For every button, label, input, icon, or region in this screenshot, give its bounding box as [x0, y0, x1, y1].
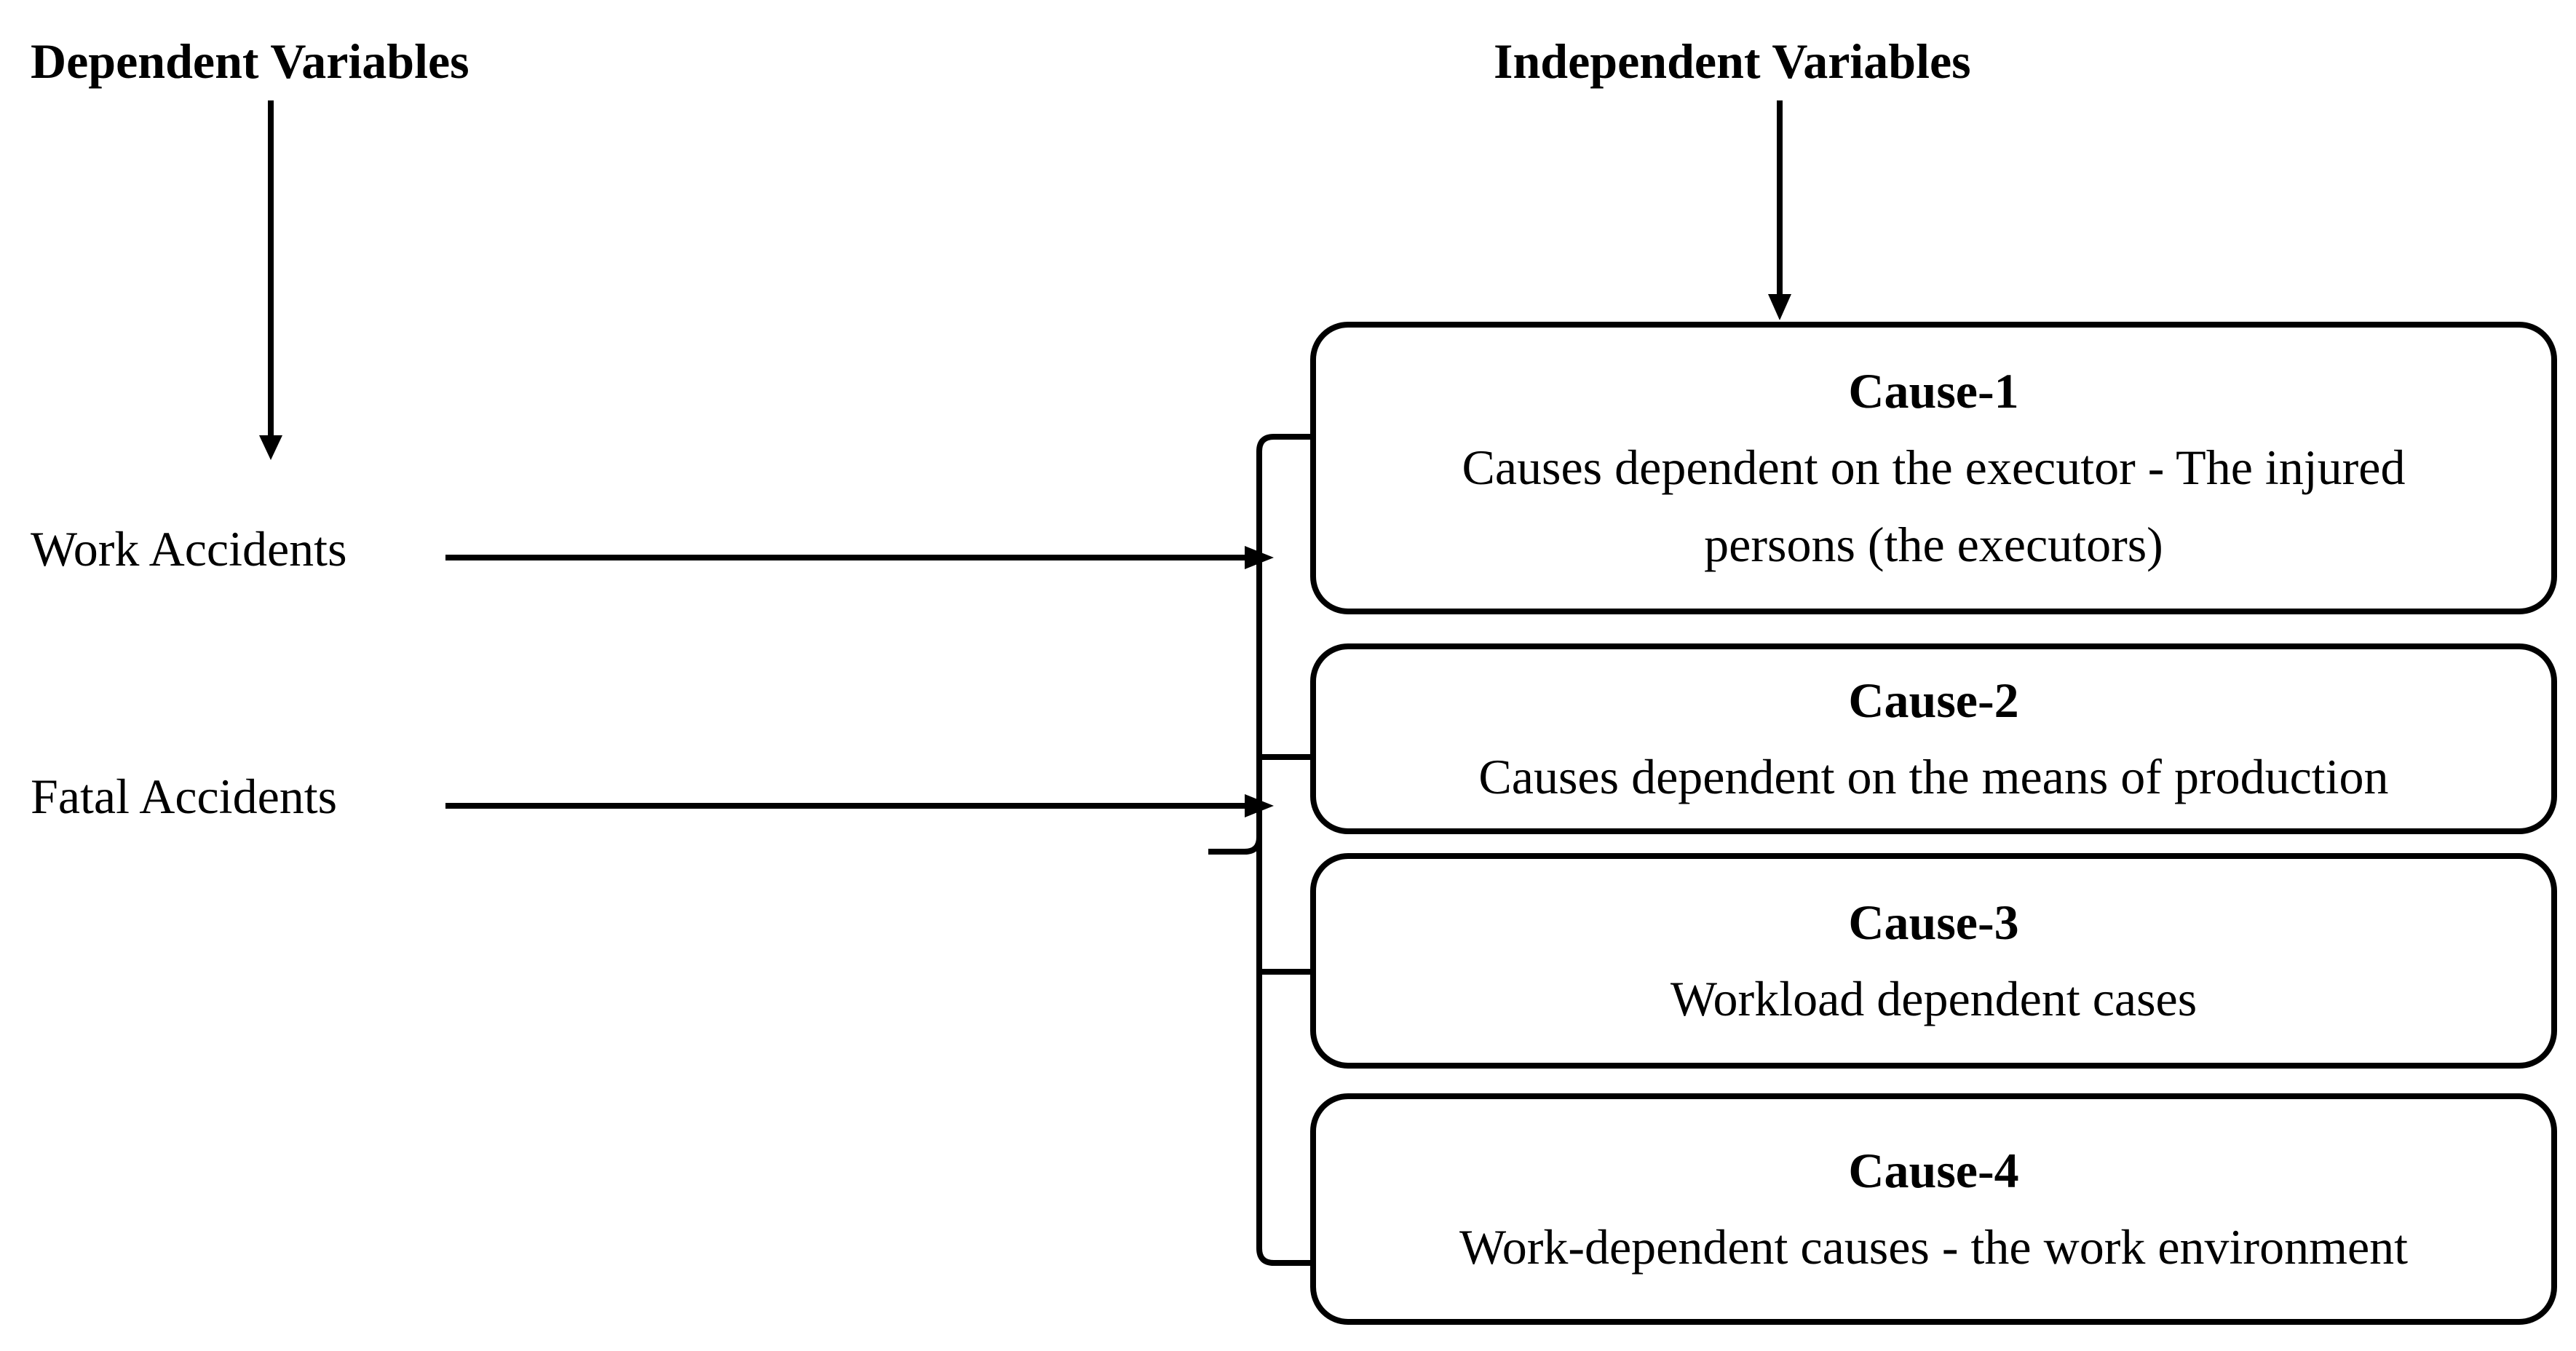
independent-variables-heading: Independent Variables: [1494, 33, 1971, 89]
cause-1-title: Cause-1: [1848, 362, 2019, 419]
fatal-accidents-label: Fatal Accidents: [31, 769, 338, 824]
cause-1-description-line-1: Causes dependent on the executor - The i…: [1462, 440, 2406, 496]
independent-heading-arrow: [1768, 100, 1791, 320]
dependent-heading-arrow: [259, 100, 282, 460]
cause-4-description: Work-dependent causes - the work environ…: [1459, 1219, 2409, 1275]
cause-3-box: Cause-3 Workload dependent cases: [1310, 853, 2557, 1069]
cause-2-description: Causes dependent on the means of product…: [1478, 749, 2389, 804]
cause-4-box: Cause-4 Work-dependent causes - the work…: [1310, 1093, 2557, 1325]
fatal-accidents-arrow: [445, 794, 1274, 817]
work-accidents-label: Work Accidents: [31, 521, 347, 577]
cause-4-title: Cause-4: [1848, 1142, 2019, 1198]
cause-3-title: Cause-3: [1848, 894, 2019, 950]
cause-3-description: Workload dependent cases: [1670, 971, 2197, 1026]
cause-1-description-line-2: persons (the executors): [1704, 516, 2163, 572]
work-accidents-arrow: [445, 546, 1274, 569]
cause-2-box: Cause-2 Causes dependent on the means of…: [1310, 643, 2557, 834]
causes-bracket: [1208, 434, 1310, 1266]
cause-2-title: Cause-2: [1848, 672, 2019, 728]
dependent-variables-heading: Dependent Variables: [31, 33, 469, 89]
cause-1-box: Cause-1 Causes dependent on the executor…: [1310, 322, 2557, 614]
